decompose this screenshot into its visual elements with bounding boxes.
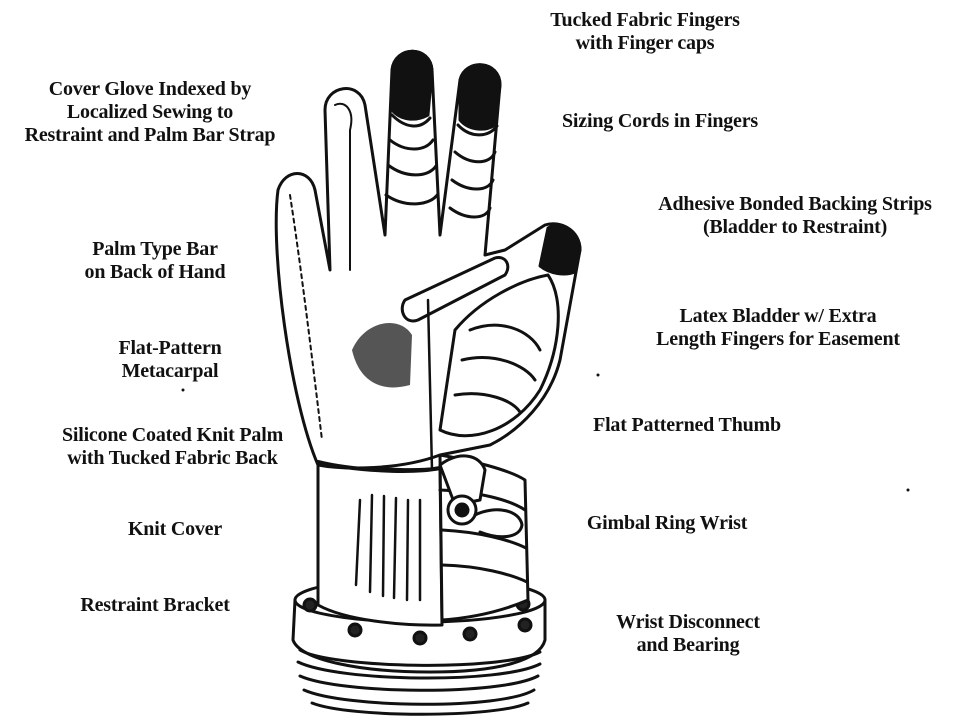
label-latex-bladder: Latex Bladder w/ Extra Length Fingers fo… [628, 305, 928, 351]
label-wrist-disconnect: Wrist Disconnect and Bearing [598, 611, 778, 657]
knit-cover [318, 455, 528, 625]
glove-body [276, 51, 580, 471]
label-tucked-fabric-fingers: Tucked Fabric Fingers with Finger caps [520, 9, 770, 55]
label-sizing-cords: Sizing Cords in Fingers [540, 110, 780, 133]
label-flat-pattern-metacarpal: Flat-Pattern Metacarpal [90, 337, 250, 383]
label-adhesive-strips: Adhesive Bonded Backing Strips (Bladder … [635, 193, 955, 239]
label-gimbal-ring: Gimbal Ring Wrist [562, 512, 772, 535]
label-cover-glove: Cover Glove Indexed by Localized Sewing … [0, 78, 300, 147]
label-knit-cover: Knit Cover [100, 518, 250, 541]
label-restraint-bracket: Restraint Bracket [55, 594, 255, 617]
label-silicone-palm: Silicone Coated Knit Palm with Tucked Fa… [30, 424, 315, 470]
label-palm-type-bar: Palm Type Bar on Back of Hand [60, 238, 250, 284]
label-flat-patterned-thumb: Flat Patterned Thumb [572, 414, 802, 437]
